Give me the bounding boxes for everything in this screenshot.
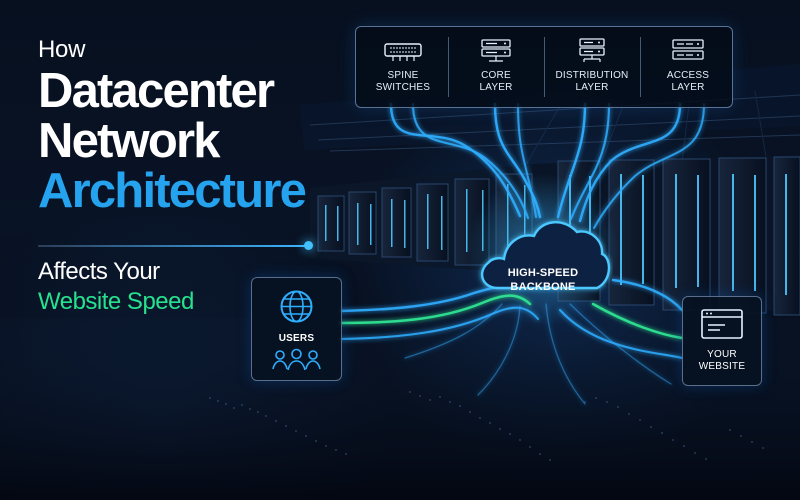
core-layer-icon — [481, 39, 511, 62]
layer-spine-switches: SPINE SWITCHES — [357, 37, 449, 99]
distribution-layer-label-bottom: LAYER — [575, 82, 609, 93]
website-label-top: YOUR — [707, 349, 737, 360]
core-layer-label-bottom: LAYER — [479, 82, 513, 93]
distribution-layer-label-top: DISTRIBUTION — [555, 70, 629, 81]
your-website-card: YOUR WEBSITE — [682, 296, 762, 386]
layer-divider — [544, 37, 545, 97]
backbone-label: HIGH-SPEED BACKBONE — [482, 266, 604, 294]
floor-shadow — [0, 318, 800, 500]
website-label-bottom: WEBSITE — [698, 361, 746, 372]
title-prefix: How — [38, 36, 86, 63]
network-cables — [338, 102, 705, 405]
backbone-label-top: HIGH-SPEED — [507, 267, 579, 279]
title-line-datacenter: Datacenter — [38, 64, 275, 118]
distribution-layer-icon — [579, 38, 605, 62]
layer-access: ACCESS LAYER — [642, 37, 734, 99]
access-layer-label-top: ACCESS — [666, 70, 710, 81]
subtitle-affects-your: Affects Your — [38, 258, 160, 285]
cloud-icon — [480, 221, 611, 290]
backbone-label-bottom: BACKBONE — [510, 281, 576, 293]
hero-title-block: How Datacenter Network Architecture — [38, 36, 338, 218]
title-line-architecture: Architecture — [38, 164, 307, 218]
subtitle-website-speed: Website Speed — [38, 288, 194, 315]
users-card: USERS — [251, 277, 342, 381]
spine-switches-icon — [384, 43, 422, 61]
access-layer-label-bottom: LAYER — [671, 82, 705, 93]
spine-layer-label-top: SPINE — [387, 70, 419, 81]
layer-distribution: DISTRIBUTION LAYER — [546, 37, 638, 99]
browser-window-icon — [701, 309, 743, 339]
high-speed-backbone: HIGH-SPEED BACKBONE — [473, 208, 613, 303]
network-layers-panel: SPINE SWITCHES CORE LAYER DISTRIBUTION — [355, 26, 733, 108]
spine-layer-label-bottom: SWITCHES — [375, 82, 431, 93]
website-label: YOUR WEBSITE — [683, 349, 761, 373]
globe-icon — [280, 290, 313, 323]
core-layer-label-top: CORE — [481, 70, 511, 81]
access-layer-icon — [672, 39, 704, 60]
layer-core: CORE LAYER — [450, 37, 542, 99]
users-icon — [272, 348, 321, 371]
users-label: USERS — [278, 333, 315, 344]
layer-divider — [448, 37, 449, 97]
layer-divider — [640, 37, 641, 97]
divider-end-dot — [304, 241, 313, 250]
title-line-network: Network — [38, 114, 221, 168]
title-divider — [38, 245, 306, 247]
